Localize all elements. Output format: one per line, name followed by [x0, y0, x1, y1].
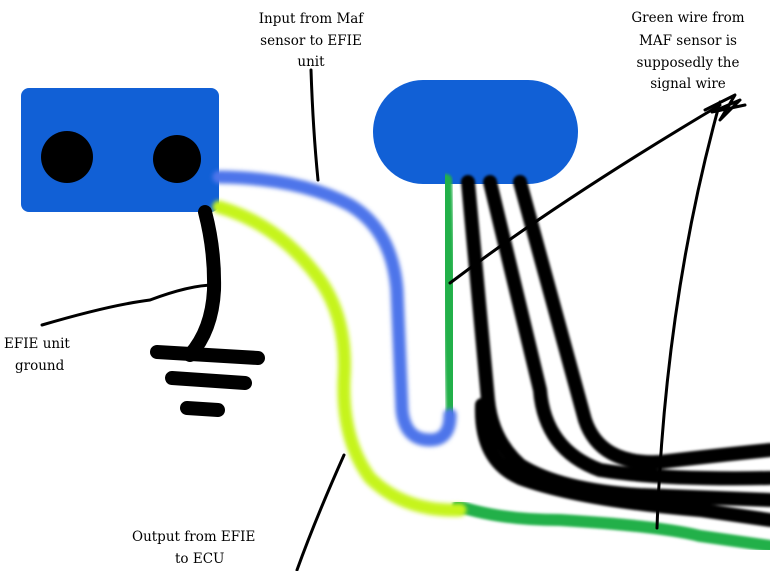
ground-symbol-line-1 [150, 345, 265, 365]
black-wire-2 [483, 175, 770, 486]
pointer-ground [40, 283, 216, 327]
label-input-line-1: Input from Maf [259, 11, 365, 27]
label-ground: EFIE unit ground [4, 336, 70, 374]
label-green-line-4: signal wire [650, 76, 726, 92]
label-input: Input from Maf sensor to EFIE unit [259, 11, 365, 70]
label-output-line-1: Output from EFIE [132, 529, 255, 545]
label-output-line-2: to ECU [175, 551, 224, 567]
label-green-wire: Green wire from MAF sensor is supposedly… [631, 10, 744, 92]
label-green-line-1: Green wire from [631, 10, 744, 26]
maf-connector [373, 80, 578, 184]
black-wire-4 [474, 398, 770, 527]
label-ground-line-1: EFIE unit [4, 336, 70, 352]
pointer-input [309, 68, 320, 182]
label-input-line-2: sensor to EFIE [260, 33, 362, 49]
ground-wire [183, 205, 222, 362]
pointer-green-wire-2 [655, 100, 722, 530]
green-signal-wire [440, 174, 458, 416]
efie-terminal-right [153, 135, 201, 183]
pointer-green-wire [448, 103, 722, 285]
pointer-output [295, 453, 346, 571]
label-green-line-3: supposedly the [637, 55, 740, 71]
arrowhead-scribble [703, 93, 747, 122]
blue-input-wire [212, 170, 457, 447]
black-wires [461, 175, 770, 527]
label-input-line-3: unit [297, 54, 325, 70]
label-ground-line-2: ground [15, 358, 65, 374]
efie-terminal-left [41, 131, 93, 183]
ground-symbol-line-2 [165, 371, 252, 390]
green-wire-to-ecu [452, 500, 770, 552]
black-wire-1 [461, 175, 770, 507]
ground-symbol-line-3 [180, 401, 225, 417]
black-wire-3 [513, 175, 770, 470]
label-output: Output from EFIE to ECU [132, 529, 255, 567]
label-green-line-2: MAF sensor is [639, 33, 737, 49]
yellow-output-wire [212, 200, 467, 517]
